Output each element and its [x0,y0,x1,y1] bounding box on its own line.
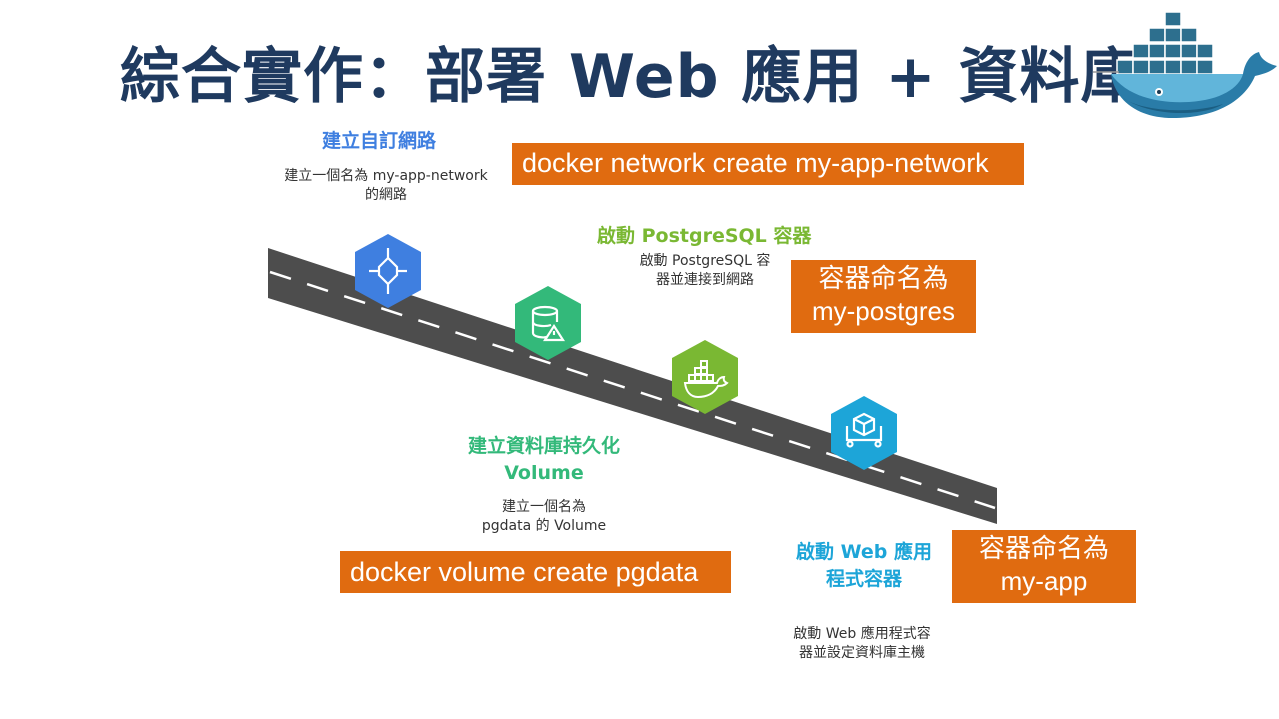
step3-title: 建立資料庫持久化 Volume [444,433,644,487]
step4-description: 啟動 Web 應用程式容 器並設定資料庫主機 [772,625,952,663]
step2-command: 容器命名為 my-postgres [791,260,976,333]
step1-command: docker network create my-app-network [512,143,1024,185]
database-warning-icon [515,286,581,360]
step1-description-line: 建立一個名為 my-app-network [284,168,488,184]
docker-whale-icon [672,340,738,414]
step1-description-line: 的網路 [365,187,407,203]
network-node-icon [355,234,421,308]
step2-title: 啟動 PostgreSQL 容器 [597,225,812,247]
docker-whale-icon [1093,11,1277,118]
step1-title: 建立自訂網路 [322,130,437,152]
step2-command-line: my-postgres [811,296,956,326]
step4-description-line: 啟動 Web 應用程式容 [793,626,931,642]
page-title: 綜合實作：部署 Web 應用 + 資料庫 [120,42,1142,112]
step3-description-line: 建立一個名為 [502,499,586,515]
step2-description-line: 器並連接到網路 [656,272,754,288]
step2-command-line: 容器命名為 [818,263,949,293]
step3-description-line: pgdata 的 Volume [481,518,607,534]
container-box-icon [831,396,897,470]
step4-title-line: 啟動 Web 應用 [796,541,932,563]
step4-title: 啟動 Web 應用 程式容器 [784,539,944,593]
step2-description: 啟動 PostgreSQL 容 器並連接到網路 [625,252,785,290]
step4-command: 容器命名為 my-app [952,530,1136,603]
step3-title-line: 建立資料庫持久化 [467,435,620,457]
step4-command-line: my-app [1000,566,1088,596]
step1-description: 建立一個名為 my-app-network 的網路 [266,167,506,205]
step4-command-line: 容器命名為 [978,533,1109,563]
step4-title-line: 程式容器 [825,568,902,590]
step2-description-line: 啟動 PostgreSQL 容 [639,253,771,269]
step4-description-line: 器並設定資料庫主機 [799,645,925,661]
step3-command: docker volume create pgdata [340,551,731,593]
step3-title-line: Volume [504,462,584,484]
step3-description: 建立一個名為 pgdata 的 Volume [464,498,624,536]
